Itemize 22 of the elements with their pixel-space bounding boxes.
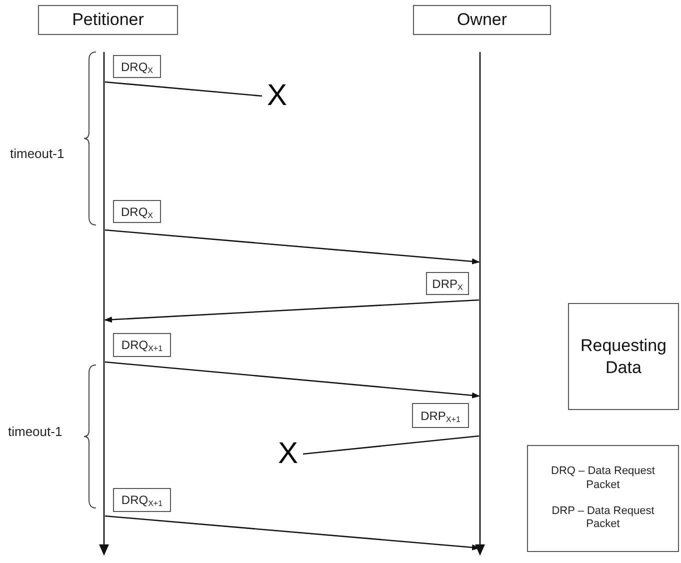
- actor-box: Owner: [413, 5, 551, 35]
- message-label: DRQ$_{X+1}$: [113, 488, 171, 512]
- message-arrow: [104, 229, 480, 264]
- legend-text: DRP – Data Request Packet: [550, 504, 656, 532]
- message-label: DRQ$_{X}$: [113, 55, 161, 78]
- message-label: DRQ$_{X}$: [113, 200, 161, 223]
- lost-mark: X: [262, 80, 292, 112]
- timeout-label: timeout-1: [8, 423, 62, 441]
- message-label: DRP$_{X}$: [426, 272, 469, 295]
- lost-mark: X: [273, 438, 303, 470]
- lifeline: [475, 52, 485, 554]
- legend-box: [527, 445, 679, 552]
- lifeline: [99, 52, 109, 554]
- message-label: DRQ$_{X+1}$: [113, 333, 171, 357]
- actor-box: Petitioner: [38, 5, 178, 35]
- message-arrow: [104, 361, 480, 398]
- legend-text: DRQ – Data Request Packet: [550, 465, 656, 492]
- message-arrow: [104, 515, 480, 550]
- timeout-label: timeout-1: [10, 145, 64, 163]
- message-arrow: [104, 299, 480, 323]
- state-box: Requesting Data: [568, 303, 679, 410]
- message-label: DRP$_{X+1}$: [412, 403, 469, 428]
